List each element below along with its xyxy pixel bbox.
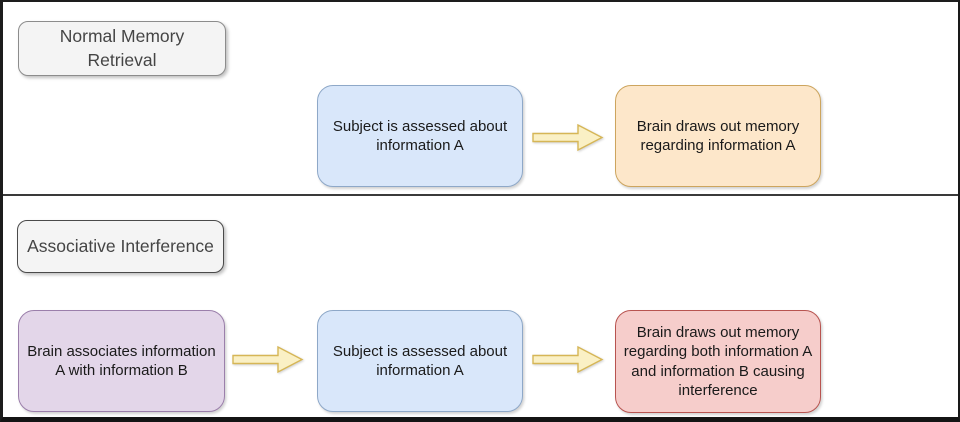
flow-node-text: Brain draws out memory regarding both in… (623, 324, 813, 399)
arrow-right-icon (532, 345, 604, 374)
flow-node-text: Brain associates information A with info… (27, 342, 216, 379)
flow-node-text: Subject is assessed about information A (332, 342, 508, 379)
flow-node-text: Subject is assessed about information A (332, 117, 508, 154)
flow-node-brain-draws-memory-a: Brain draws out memory regarding informa… (615, 85, 821, 187)
section-divider (0, 194, 960, 196)
flow-node-text: Brain draws out memory regarding informa… (636, 117, 800, 154)
section-label-text: Associative Interference (27, 235, 214, 256)
arrow-right-icon (532, 123, 604, 152)
flow-node-brain-associates-ab: Brain associates information A with info… (18, 310, 225, 412)
section-label-associative-interference: Associative Interference (17, 220, 224, 273)
flow-node-subject-assessed-top: Subject is assessed about information A (317, 85, 523, 187)
flow-node-subject-assessed-bottom: Subject is assessed about information A (317, 310, 523, 412)
arrow-right-icon (232, 345, 304, 374)
block-arrow-shape (232, 345, 304, 374)
flow-node-brain-draws-memory-interference: Brain draws out memory regarding both in… (615, 310, 821, 413)
section-label-normal-memory-retrieval: Normal Memory Retrieval (18, 21, 226, 76)
block-arrow-shape (532, 123, 604, 152)
section-label-text: Normal Memory Retrieval (59, 25, 185, 70)
block-arrow-shape (532, 345, 604, 374)
